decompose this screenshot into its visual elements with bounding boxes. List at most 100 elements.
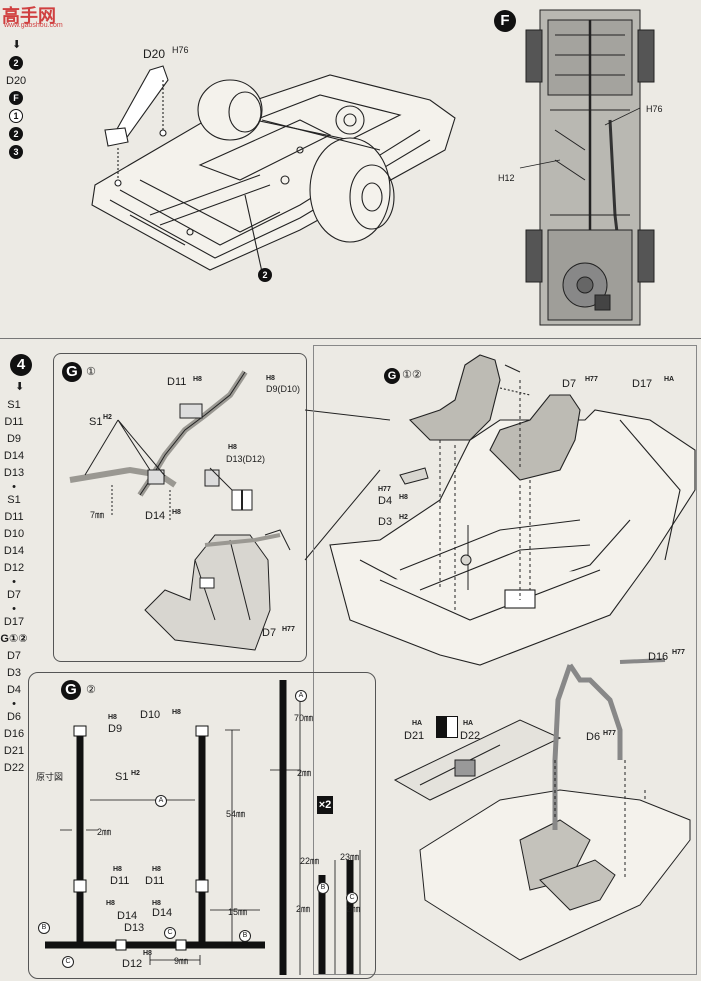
tub-guide-lines	[439, 380, 531, 610]
panel-right	[313, 345, 697, 975]
h77-d16-label: H77	[672, 649, 685, 656]
step-item: D16	[3, 728, 25, 740]
scale-title: 原寸図	[36, 772, 64, 782]
marker-b-right: B	[239, 930, 251, 942]
step-item: D7	[6, 589, 22, 601]
seatbelt-assembly-drawing	[69, 370, 253, 520]
panel-g2	[28, 672, 376, 979]
step-num-2: 2	[9, 56, 23, 70]
h77-right-label: H77	[585, 376, 598, 383]
d7-label: D7	[262, 627, 277, 639]
badge-f: F	[494, 10, 516, 32]
step-dot: •	[12, 481, 16, 493]
step4-arrow-icon: ⬇	[15, 381, 25, 393]
d21-label: D21	[404, 730, 425, 742]
dim-2mm-a: 2㎜	[297, 768, 312, 778]
step-dot: •	[12, 603, 16, 615]
h8-label: H8	[106, 900, 115, 907]
d17-label: D17	[632, 378, 653, 390]
chassis-underside-drawing	[519, 9, 655, 326]
h12-label: H12	[498, 173, 515, 183]
dim-15mm: 15㎜	[228, 907, 248, 917]
dim-22mm: 22㎜	[300, 856, 320, 866]
step-item: D22	[3, 762, 25, 774]
d11-label: D11	[167, 376, 187, 388]
step-item: D7	[6, 650, 22, 662]
section-divider	[0, 338, 701, 339]
step-item: D10	[3, 528, 25, 540]
step-item: D12	[3, 562, 25, 574]
chassis-floor-drawing	[91, 74, 456, 273]
step-item: D14	[3, 545, 25, 557]
step-badge-f: F	[9, 91, 23, 105]
h8-d10-label: H8	[172, 709, 181, 716]
d7-right-label: D7	[562, 378, 577, 390]
step-item: S1	[7, 399, 21, 411]
d16-label: D16	[648, 651, 669, 663]
step-4-badge: 4	[10, 354, 32, 376]
s1-g2-label: S1	[115, 771, 129, 783]
step-num-3: 3	[9, 145, 23, 159]
panel-right-badge: G	[384, 368, 400, 384]
marker-c-strip: C	[346, 892, 358, 904]
step-dot: •	[12, 698, 16, 710]
marker-c-left: C	[62, 956, 74, 968]
ha-label: HA	[664, 376, 675, 383]
marker-a: A	[155, 795, 167, 807]
callout-2: 2	[258, 268, 272, 282]
dim-2mm-b: 2㎜	[296, 904, 311, 914]
step4-list: S1 D11 D9 D14 D13 • S1 D11 D10 D14 D12 •…	[0, 397, 28, 777]
dim-70mm: 70㎜	[294, 713, 314, 723]
h77-d4-label: H77	[378, 486, 391, 493]
d14-g2b-label: D14	[152, 907, 173, 919]
dim-9mm: 9㎜	[174, 956, 189, 966]
dim-54mm: 54㎜	[226, 809, 246, 819]
d9-g2-label: D9	[108, 723, 123, 735]
h8-label: H8	[152, 866, 161, 873]
h8-label: H8	[172, 509, 181, 516]
dim-23mm: 23㎜	[340, 852, 360, 862]
d20-label: D20	[143, 47, 166, 61]
d22-label: D22	[460, 730, 481, 742]
h76-right-label: H76	[646, 104, 663, 114]
h8-label: H8	[113, 866, 122, 873]
d4-label: D4	[378, 495, 393, 507]
panel-g2-badge: G	[61, 680, 81, 700]
d9-label: D9(D10)	[266, 384, 301, 394]
watermark-logo: 高手网 www.gaoshou.com	[2, 6, 63, 29]
step-item: D13	[3, 467, 25, 479]
panel-g1	[53, 353, 307, 662]
dim-7mm: 7㎜	[90, 510, 105, 520]
marker-b-strip: B	[317, 882, 329, 894]
h76-label: H76	[172, 45, 189, 55]
d6-label: D6	[586, 731, 601, 743]
panel-g1-sub: ①	[86, 366, 96, 378]
marker-a-strip: A	[295, 690, 307, 702]
marker-b-left: B	[38, 922, 50, 934]
h8-label: H8	[266, 375, 275, 382]
two-tone-color-icon	[436, 716, 458, 738]
step-item: D14	[3, 450, 25, 462]
h77-label: H77	[282, 626, 295, 633]
ha-d21-label: HA	[412, 720, 423, 727]
hand-brake-drawing	[399, 467, 472, 590]
step-item: D4	[6, 684, 22, 696]
panel-g1-badge: G	[62, 362, 82, 382]
h2-g2-label: H2	[131, 770, 140, 777]
d14-label: D14	[145, 510, 166, 522]
step-item: D3	[6, 667, 22, 679]
step-d20: D20	[6, 75, 27, 87]
step-dot: •	[12, 576, 16, 588]
d14-g2a-label: D14	[117, 910, 138, 922]
h8-label: H8	[152, 900, 161, 907]
h8-d12-label: H8	[143, 950, 152, 957]
step-item: D9	[6, 433, 22, 445]
dim-2mm-c: 2㎜	[346, 904, 361, 914]
seat-with-belt-drawing	[144, 529, 291, 651]
step-item: D21	[3, 745, 25, 757]
d10-label: D10	[140, 709, 161, 721]
d11-g2a-label: D11	[110, 875, 130, 887]
rollbar-assembly-drawing	[393, 658, 691, 961]
